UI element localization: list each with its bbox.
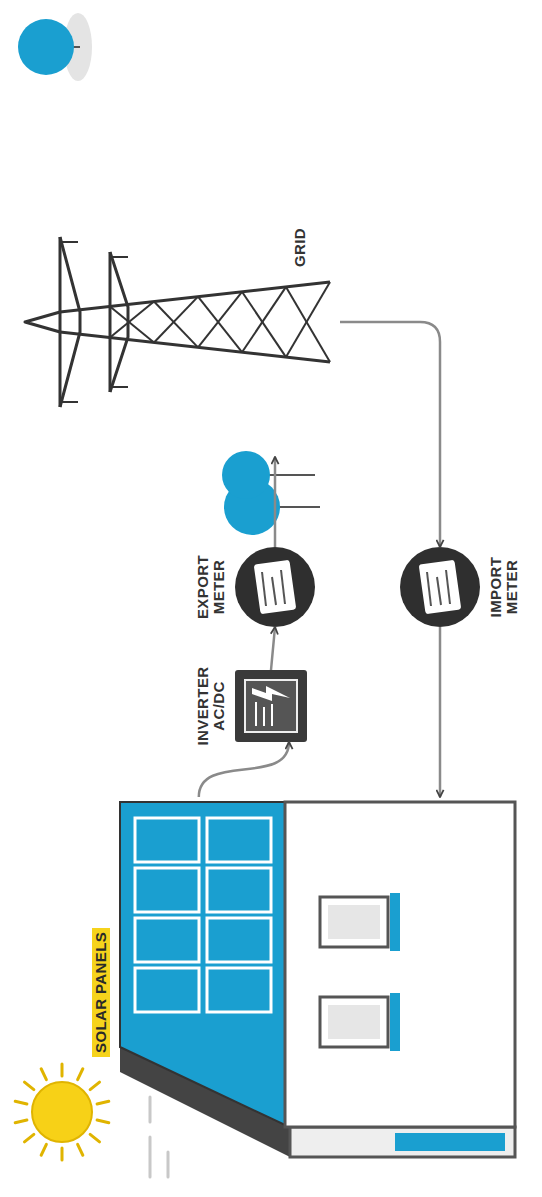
power-flow-connector [274, 457, 277, 547]
import-meter-icon [400, 547, 480, 627]
solar-panel-cells [135, 818, 271, 1012]
pylon [25, 237, 330, 407]
meter-circle: EXPORT METER [235, 547, 315, 627]
power-flow-connector [271, 627, 275, 670]
node-label: INVERTER AC/DC [195, 666, 227, 745]
node-label: GRID [292, 228, 308, 267]
meter-circle: IMPORT METER [400, 547, 480, 627]
power-flow-connector [340, 322, 440, 547]
power-flow-connector [199, 742, 289, 797]
trees [18, 13, 320, 535]
sky-dashes [150, 1097, 168, 1177]
node-label: EXPORT METER [195, 547, 227, 627]
house-node: SOLAR PANELS [80, 797, 520, 1167]
export-meter-icon [235, 547, 315, 627]
node-label: IMPORT METER [488, 547, 520, 627]
power-flow-connector [439, 627, 442, 797]
grid-pylon: GRID [20, 187, 340, 457]
inverter-icon [235, 670, 307, 742]
sun [32, 1082, 92, 1142]
node-label: SOLAR PANELS [92, 928, 110, 1057]
sun-rays [15, 1064, 109, 1160]
inverter-box: INVERTER AC/DC [235, 670, 307, 742]
house [120, 802, 515, 1157]
